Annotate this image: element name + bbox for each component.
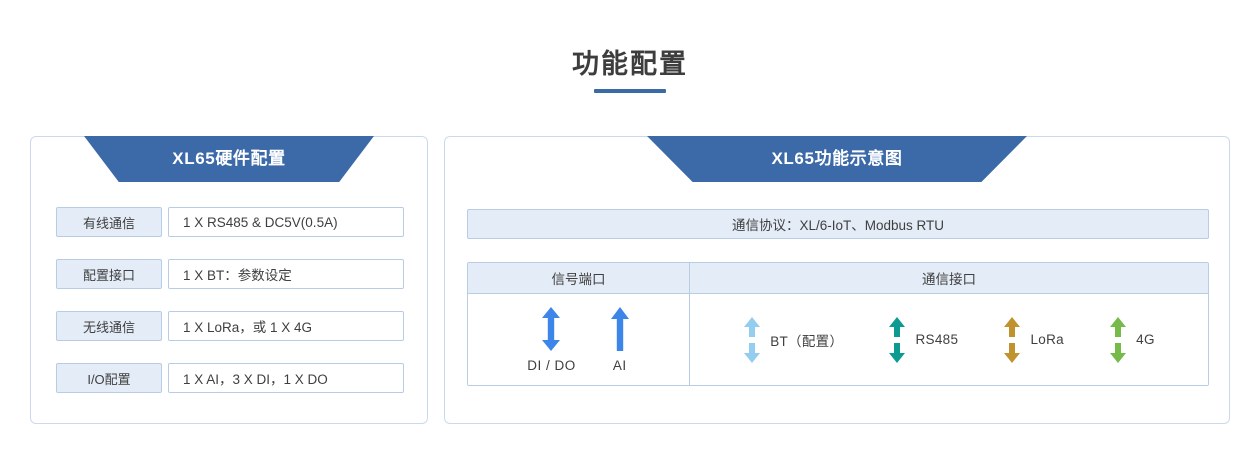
ports-table-header: 信号端口 通信接口 bbox=[468, 263, 1208, 294]
hardware-config-banner: XL65硬件配置 bbox=[84, 136, 374, 182]
title-underline bbox=[594, 89, 666, 94]
spec-value-config-port: 1 X BT：参数设定 bbox=[168, 259, 404, 289]
arrow-bidirectional-split-icon bbox=[1109, 316, 1127, 363]
spec-row: I/O配置 1 X AI，3 X DI，1 X DO bbox=[56, 363, 404, 393]
signal-port-item-ai: AI bbox=[610, 306, 630, 373]
comm-port-label-bt: BT（配置） bbox=[770, 333, 844, 349]
function-diagram-panel: XL65功能示意图 通信协议：XL/6-IoT、Modbus RTU 信号端口 … bbox=[444, 136, 1230, 424]
spec-label-wired-comm: 有线通信 bbox=[56, 207, 162, 237]
arrow-up-icon bbox=[610, 306, 630, 352]
spec-row: 配置接口 1 X BT：参数设定 bbox=[56, 259, 404, 289]
spec-value-io-config: 1 X AI，3 X DI，1 X DO bbox=[168, 363, 404, 393]
comm-port-item-4g: 4G bbox=[1109, 316, 1155, 363]
spec-value-wired-comm: 1 X RS485 & DC5V(0.5A) bbox=[168, 207, 404, 237]
comm-port-label-lora: LoRa bbox=[1030, 332, 1064, 347]
page-header: 功能配置 bbox=[0, 48, 1260, 94]
ports-table-body: DI / DO AI bbox=[468, 294, 1208, 385]
signal-port-cell: DI / DO AI bbox=[468, 294, 690, 385]
arrow-bidirectional-split-icon bbox=[888, 316, 906, 363]
column-header-comm-port: 通信接口 bbox=[922, 272, 976, 287]
comm-port-item-bt: BT（配置） bbox=[743, 316, 844, 363]
arrow-bidirectional-split-icon bbox=[743, 316, 761, 363]
hardware-config-banner-title: XL65硬件配置 bbox=[172, 148, 286, 168]
signal-port-label-ai: AI bbox=[612, 358, 627, 373]
left-banner-wrap: XL65硬件配置 bbox=[31, 136, 427, 182]
comm-port-item-rs485: RS485 bbox=[888, 316, 959, 363]
hardware-spec-list: 有线通信 1 X RS485 & DC5V(0.5A) 配置接口 1 X BT：… bbox=[56, 207, 404, 393]
page-title: 功能配置 bbox=[572, 49, 688, 79]
comm-port-label-rs485: RS485 bbox=[915, 332, 959, 347]
signal-port-label-di-do: DI / DO bbox=[527, 358, 576, 373]
ports-table: 信号端口 通信接口 DI / DO bbox=[467, 262, 1209, 386]
comm-port-item-lora: LoRa bbox=[1003, 316, 1064, 363]
function-diagram-banner-title: XL65功能示意图 bbox=[771, 148, 903, 168]
arrow-bidirectional-split-icon bbox=[1003, 316, 1021, 363]
comm-port-cell: BT（配置） RS485 bbox=[690, 294, 1208, 385]
signal-port-item-di-do: DI / DO bbox=[527, 306, 576, 373]
spec-label-config-port: 配置接口 bbox=[56, 259, 162, 289]
function-diagram-banner: XL65功能示意图 bbox=[647, 136, 1027, 182]
spec-label-wireless-comm: 无线通信 bbox=[56, 311, 162, 341]
spec-label-io-config: I/O配置 bbox=[56, 363, 162, 393]
hardware-config-panel: XL65硬件配置 有线通信 1 X RS485 & DC5V(0.5A) 配置接… bbox=[30, 136, 428, 424]
arrow-bidirectional-icon bbox=[541, 306, 561, 352]
spec-row: 无线通信 1 X LoRa，或 1 X 4G bbox=[56, 311, 404, 341]
spec-row: 有线通信 1 X RS485 & DC5V(0.5A) bbox=[56, 207, 404, 237]
comm-port-label-4g: 4G bbox=[1136, 332, 1155, 347]
right-banner-wrap: XL65功能示意图 bbox=[445, 136, 1229, 182]
protocol-bar: 通信协议：XL/6-IoT、Modbus RTU bbox=[467, 209, 1209, 239]
column-header-signal-port: 信号端口 bbox=[468, 263, 690, 293]
spec-value-wireless-comm: 1 X LoRa，或 1 X 4G bbox=[168, 311, 404, 341]
